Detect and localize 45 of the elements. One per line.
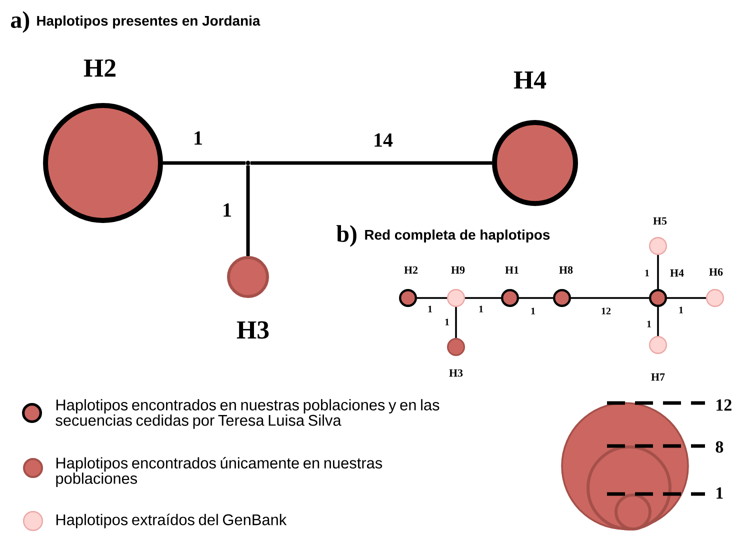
scale-value: 1 [716, 487, 723, 499]
connector-line [417, 297, 447, 299]
node-label: H3 [236, 321, 269, 339]
panel-title: Haplotipos presentes en Jordania [37, 16, 260, 28]
connector-line [657, 255, 659, 289]
scale-value: 8 [716, 441, 724, 453]
mutation-count: 1 [444, 318, 450, 326]
node-label: H2 [404, 266, 418, 274]
connector-line [657, 307, 659, 336]
node-label: H8 [559, 266, 573, 274]
mutation-count: 1 [426, 304, 434, 314]
node-label: H6 [709, 268, 723, 276]
node-label: H5 [653, 217, 667, 225]
panel-letter: a) [10, 11, 30, 33]
connector-line [571, 297, 649, 299]
mutation-count: 1 [644, 268, 650, 278]
mutation-count: 1 [221, 202, 233, 218]
mutation-count: 14 [372, 132, 394, 148]
mutation-count: 12 [600, 306, 612, 316]
mutation-count: 1 [530, 306, 536, 316]
node-label: H7 [651, 373, 665, 381]
mutation-count: 1 [192, 130, 204, 146]
connector-line [246, 165, 250, 256]
connector-line [455, 307, 457, 338]
node-label: H1 [505, 266, 518, 274]
node-label: H9 [451, 266, 465, 274]
mutation-count: 1 [478, 304, 484, 314]
branch-point [246, 160, 250, 166]
connector-line [667, 297, 706, 299]
node-label: H3 [449, 369, 463, 377]
mutation-count: 1 [646, 320, 652, 328]
panel-letter: b) [336, 225, 356, 247]
legend-text: Haplotipos encontrados en nuestras poblaciones y en las secuencias cedidas por Teresa Luisa Silva [56, 399, 440, 429]
connector-line [465, 297, 501, 299]
legend-text: Haplotipos encontrados únicamente en nuestras poblaciones [56, 457, 382, 487]
mutation-count: 1 [678, 306, 684, 314]
node-label: H2 [84, 59, 116, 77]
connector-line [250, 161, 492, 165]
connector-line [519, 297, 553, 299]
scale-value: 12 [716, 399, 732, 411]
connector-line [163, 161, 246, 165]
node-label: H4 [514, 71, 546, 89]
panel-title: Red completa de haplotipos [365, 230, 550, 242]
legend-text: Haplotipos extraídos del GenBank [56, 514, 287, 528]
node-label: H4 [670, 269, 684, 277]
